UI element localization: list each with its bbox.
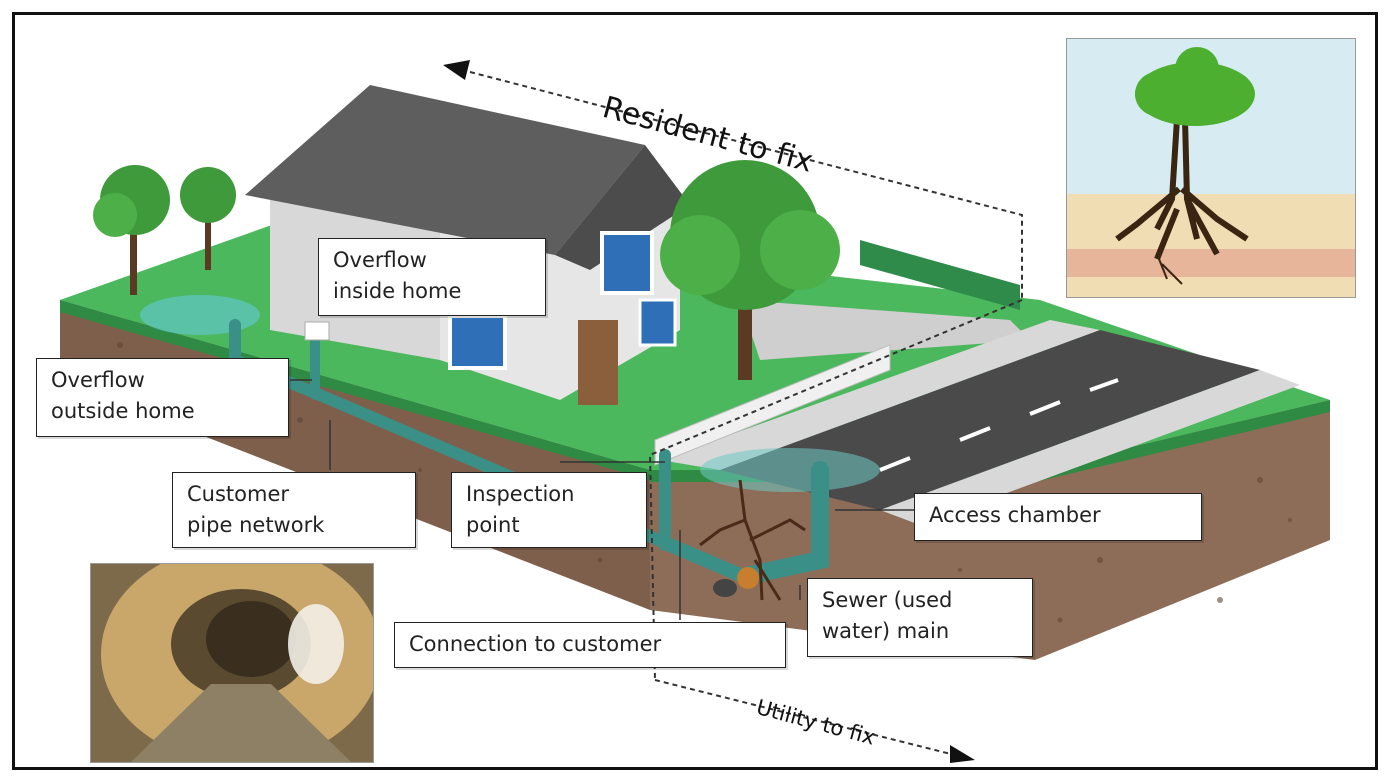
roots-under-road bbox=[699, 479, 806, 601]
resident-responsibility-arrow bbox=[469, 71, 1023, 681]
pavement bbox=[660, 320, 1100, 470]
sewer-main-pipe-end bbox=[737, 567, 759, 589]
sewer-main-pipe-end-far bbox=[713, 579, 737, 597]
sewer-pipe-roots-photo-icon bbox=[91, 564, 373, 762]
pavement-far bbox=[880, 370, 1300, 525]
road-markings bbox=[879, 378, 1119, 472]
toilet-icon bbox=[304, 321, 330, 341]
resident-arrow-head bbox=[443, 60, 470, 80]
tree-front-house bbox=[660, 160, 840, 380]
trees-left bbox=[93, 165, 236, 295]
label-access-chamber: Access chamber bbox=[914, 493, 1202, 541]
grass-edge-left bbox=[60, 300, 650, 480]
label-overflow-inside-home: Overflow inside home bbox=[318, 238, 546, 316]
tree-roots-in-pipe-icon bbox=[1067, 39, 1355, 297]
tree-roots-inset bbox=[1066, 38, 1356, 298]
overflow-pool-outside bbox=[140, 295, 260, 335]
label-inspection-point: Inspection point bbox=[451, 472, 647, 548]
overflow-pool-road bbox=[700, 448, 880, 492]
leader-lines bbox=[290, 379, 915, 620]
label-sewer-main: Sewer (used water) main bbox=[807, 578, 1033, 657]
utility-responsibility-arrow bbox=[654, 679, 956, 756]
label-connection-to-customer: Connection to customer bbox=[394, 622, 786, 668]
hedge bbox=[860, 240, 1020, 310]
utility-arrow-head bbox=[950, 745, 975, 763]
driveway bbox=[740, 300, 1030, 360]
label-customer-pipe-network: Customer pipe network bbox=[172, 472, 416, 548]
roots-in-pipe-photo bbox=[90, 563, 374, 763]
label-overflow-outside-home: Overflow outside home bbox=[36, 358, 289, 437]
